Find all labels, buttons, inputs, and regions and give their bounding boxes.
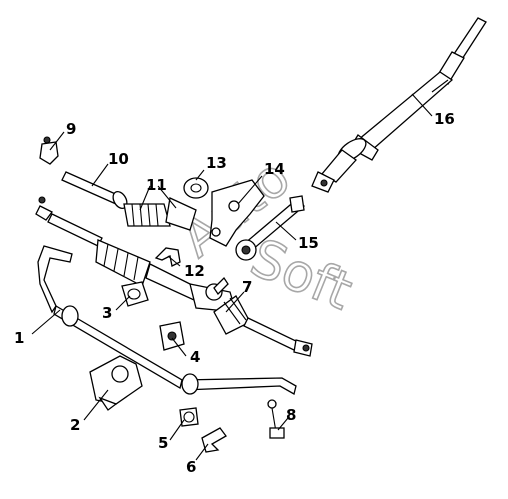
callout-6: 6 <box>186 458 196 476</box>
callout-labels: 1 2 3 4 5 6 7 8 9 10 11 12 13 14 15 16 <box>14 110 455 476</box>
leader-lines <box>31 93 433 461</box>
callout-3: 3 <box>102 304 112 322</box>
callout-5: 5 <box>158 434 168 452</box>
inner-tie-rod <box>61 171 128 210</box>
callout-2: 2 <box>70 416 80 434</box>
callout-4: 4 <box>190 348 200 366</box>
rack-mount-bushing <box>121 281 149 307</box>
steering-rack <box>35 196 313 357</box>
callout-7: 7 <box>242 278 252 296</box>
rack-boots <box>123 197 197 231</box>
callout-8: 8 <box>286 406 296 424</box>
callout-1: 1 <box>14 329 24 347</box>
intermediate-shaft <box>235 195 306 261</box>
lower-bushing <box>179 407 199 427</box>
tie-rod-end-upper <box>39 136 59 165</box>
callout-16: 16 <box>434 110 455 128</box>
callout-14: 14 <box>264 160 285 178</box>
stabilizer-actuator <box>89 355 143 411</box>
callout-9: 9 <box>66 120 76 138</box>
callout-13: 13 <box>206 154 227 172</box>
callout-15: 15 <box>298 234 319 252</box>
callout-12: 12 <box>184 262 205 280</box>
callout-10: 10 <box>108 150 129 168</box>
steering-bracket <box>209 179 265 247</box>
stabilizer-bushing <box>159 321 185 351</box>
stabilizer-link <box>267 399 285 439</box>
steering-column <box>311 17 487 193</box>
upper-bushing <box>183 177 209 199</box>
stabilizer-bar <box>37 245 297 395</box>
lower-bracket <box>201 427 227 453</box>
callout-11: 11 <box>146 176 167 194</box>
